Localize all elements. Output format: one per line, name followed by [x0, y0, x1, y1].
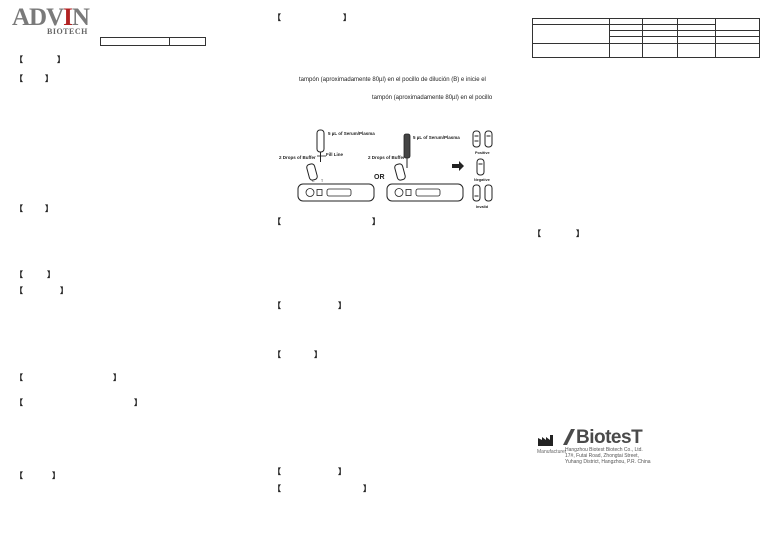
manufacturer-address-line-2: 17#, Futai Road, Zhongtai Street, — [565, 453, 639, 459]
section-bracket-open: 【 — [273, 484, 281, 493]
section-bracket-close: 】 — [60, 286, 68, 295]
section-bracket-open: 【 — [15, 471, 23, 480]
table-cell — [532, 42, 610, 59]
section-bracket-open: 【 — [273, 13, 281, 22]
section-bracket-close: 】 — [134, 398, 142, 407]
buffer-label-right: 2 Drops of Buffer — [368, 155, 405, 160]
logo-text-end: N — [71, 4, 90, 31]
table-cell — [715, 17, 760, 32]
test-procedure-figure: 5 µL of Serum/Plasma Fill Line 2 Drops o… — [279, 129, 493, 209]
header-box-divider — [169, 38, 170, 45]
section-bracket-close: 】 — [343, 13, 351, 22]
table-cell — [608, 42, 644, 59]
table-cell — [642, 17, 679, 26]
advin-logo: ADVIN — [12, 4, 90, 32]
section-bracket-open: 【 — [273, 467, 281, 476]
result-invalid-icons — [472, 184, 493, 202]
table-cell — [677, 17, 717, 26]
pipette-icon — [403, 133, 411, 168]
instruction-text-1: tampón (aproximadamente 80µl) en el poci… — [299, 77, 486, 83]
result-negative-icon — [476, 158, 485, 176]
buffer-bottle-icon-right — [394, 163, 406, 181]
result-negative-label: Negative — [474, 178, 490, 182]
section-bracket-open: 【 — [533, 229, 541, 238]
factory-icon — [538, 435, 553, 446]
logo-text-accent: I — [63, 4, 73, 31]
instruction-text-2: tampón (aproximadamente 80µl) en el poci… — [372, 95, 493, 101]
section-bracket-open: 【 — [273, 350, 281, 359]
table-cell — [642, 24, 679, 32]
buffer-bottle-icon — [306, 163, 318, 181]
section-bracket-open: 【 — [15, 373, 23, 382]
table-cell — [642, 42, 679, 59]
cassette-line-t-label: T — [321, 179, 324, 183]
sample-label-right: 5 µL of Serum/Plasma — [413, 135, 460, 140]
table-cell — [677, 24, 717, 32]
section-bracket-open: 【 — [15, 270, 23, 279]
result-invalid-label: Invalid — [476, 205, 489, 209]
section-bracket-close: 】 — [52, 471, 60, 480]
buffer-label: 2 Drops of Buffer — [279, 155, 316, 160]
section-bracket-close: 】 — [113, 373, 121, 382]
result-positive-label: Positive — [475, 151, 490, 155]
arrow-right-icon — [452, 161, 464, 171]
table-cell — [608, 24, 644, 32]
table-cell — [677, 42, 717, 59]
logo-text-main: ADV — [12, 4, 64, 31]
section-bracket-open: 【 — [273, 301, 281, 310]
table-cell — [608, 17, 644, 26]
fill-line-label: Fill Line — [326, 152, 343, 157]
section-bracket-close: 】 — [45, 74, 53, 83]
cassette-line-c-label: C — [312, 179, 315, 183]
section-bracket-close: 】 — [47, 270, 55, 279]
manufacturer-brand: BiotesT — [576, 427, 643, 448]
manufacturer-address-line-3: Yuhang District, Hangzhou, P.R. China — [565, 459, 651, 465]
biotest-logo-icon — [563, 429, 575, 445]
reference-table — [532, 17, 760, 59]
section-bracket-close: 】 — [363, 484, 371, 493]
table-cell — [532, 24, 610, 44]
section-bracket-close: 】 — [338, 467, 346, 476]
section-bracket-close: 】 — [372, 217, 380, 226]
section-bracket-close: 】 — [45, 204, 53, 213]
section-bracket-close: 】 — [57, 55, 65, 64]
logo-subtitle: BIOTECH — [47, 27, 88, 36]
section-bracket-open: 【 — [15, 55, 23, 64]
section-bracket-open: 【 — [15, 398, 23, 407]
section-bracket-open: 【 — [15, 286, 23, 295]
manufacturer-address-line-1: Hangzhou Biotest Biotech Co., Ltd. — [565, 447, 643, 453]
section-bracket-open: 【 — [15, 204, 23, 213]
manufacturer-label: Manufacturer — [537, 449, 567, 455]
section-bracket-open: 【 — [15, 74, 23, 83]
table-cell — [715, 42, 760, 59]
section-bracket-open: 【 — [273, 217, 281, 226]
dropper-icon — [316, 129, 326, 162]
or-label: OR — [374, 174, 385, 181]
sample-label: 5 µL of Serum/Plasma — [328, 131, 375, 136]
section-bracket-close: 】 — [338, 301, 346, 310]
test-cassette-right — [386, 183, 464, 202]
section-bracket-close: 】 — [314, 350, 322, 359]
result-positive-icons — [472, 130, 493, 148]
section-bracket-close: 】 — [576, 229, 584, 238]
header-reference-box — [100, 37, 206, 46]
test-cassette-left — [297, 183, 375, 202]
